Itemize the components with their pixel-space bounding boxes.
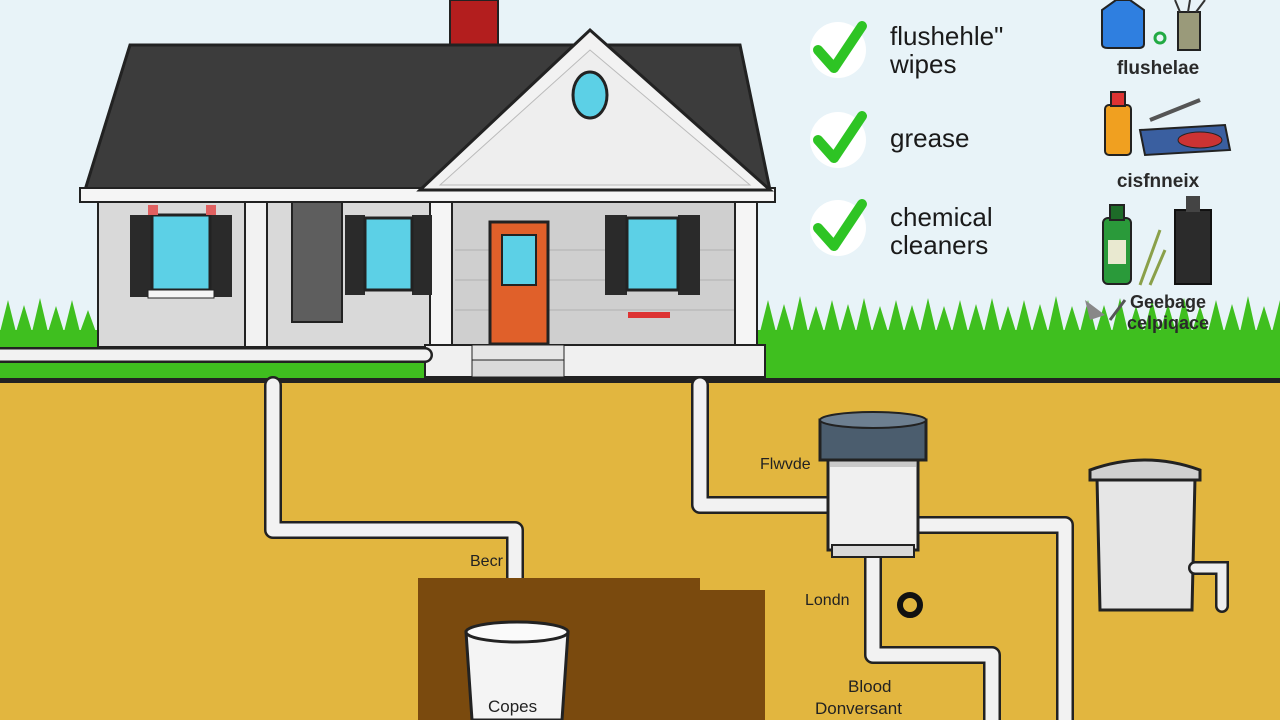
label-bend: Becr	[470, 553, 503, 570]
checkmark-icon-3	[810, 199, 867, 256]
item-label-garbage: Geebage celpiqace	[1126, 292, 1210, 333]
checkmark-icon-1	[810, 21, 867, 78]
garbage-illustration	[1085, 299, 1127, 321]
plumbing-pipes	[0, 347, 1074, 720]
checkmark-icon-2	[810, 111, 867, 168]
label-copes: Copes	[488, 697, 538, 716]
window-middle	[345, 215, 432, 295]
trash-bin	[1088, 458, 1229, 613]
window-left	[130, 213, 232, 299]
checklist-item-wipes: flushehle" wipes	[890, 21, 1004, 79]
round-window	[571, 70, 609, 120]
checklist-item-cleaners: chemical cleaners	[890, 202, 993, 260]
label-donversant: Donversant	[815, 699, 902, 718]
collection-bucket	[464, 620, 570, 720]
window-right	[605, 215, 700, 295]
grease-illustration	[1104, 91, 1232, 157]
label-lonch: Londn	[805, 592, 850, 609]
label-blood: Blood	[848, 677, 892, 696]
wipes-illustration	[1101, 0, 1206, 51]
label-flapvalve: Flwvde	[760, 456, 811, 473]
gasket-ring	[897, 592, 923, 618]
filter-unit	[818, 411, 928, 558]
item-label-wipes: flushelae	[1116, 58, 1200, 79]
cleaners-illustration	[1102, 196, 1212, 286]
house	[79, 0, 776, 378]
item-label-cleaners: cisfnneix	[1116, 171, 1200, 192]
checklist-item-grease: grease	[890, 123, 970, 153]
